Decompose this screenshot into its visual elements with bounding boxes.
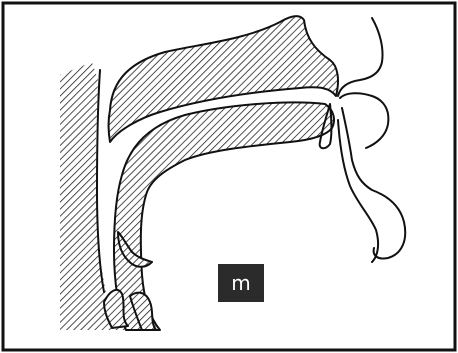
phoneme-label: m: [231, 271, 250, 295]
phoneme-label-box: m: [218, 264, 264, 302]
